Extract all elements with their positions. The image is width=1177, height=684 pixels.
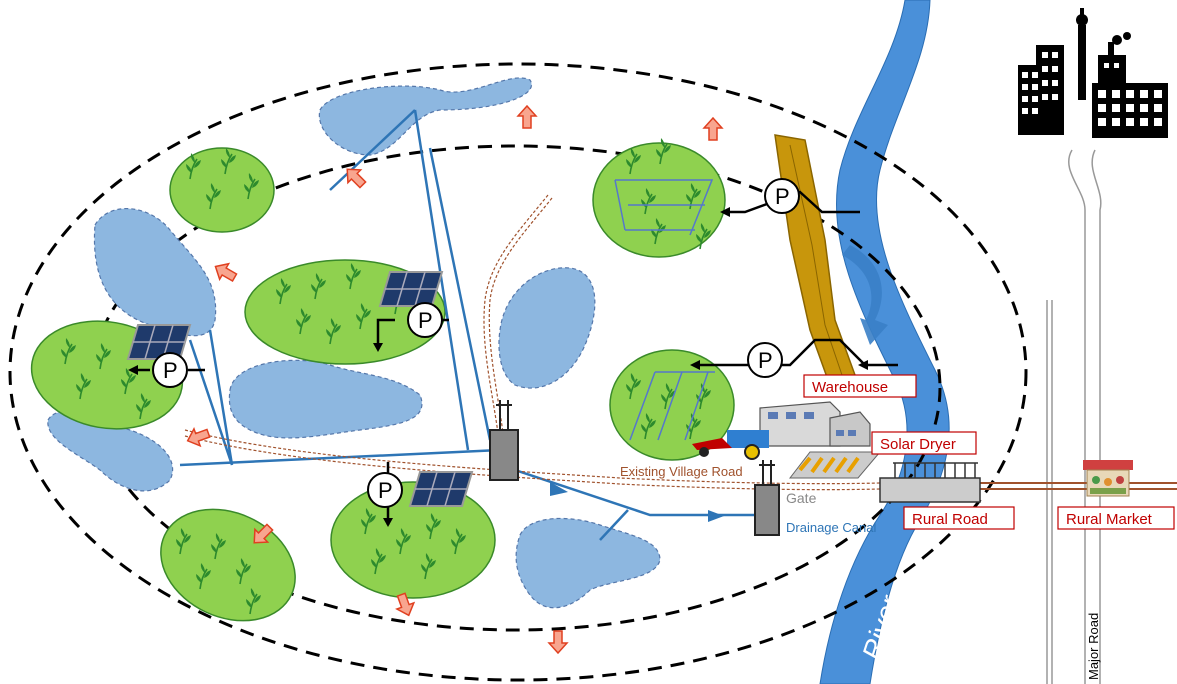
outflow-arrow-icon (211, 259, 239, 286)
rural-road-label-box: Rural Road (904, 507, 1014, 529)
solar-dryer-label-box: Solar Dryer (872, 432, 976, 454)
major-road-label: Major Road (1086, 613, 1101, 680)
pump-icon: P (153, 353, 187, 387)
outflow-arrow-icon (704, 118, 722, 140)
outflow-arrow-icon (185, 425, 212, 449)
pond (229, 360, 422, 438)
outflow-arrow-icon (549, 631, 567, 653)
solar-panel-icon (410, 472, 472, 506)
gate-label: Gate (786, 490, 817, 506)
solar-panel-icon (380, 272, 442, 306)
market-stall-icon (1083, 460, 1133, 496)
major-road (1047, 150, 1101, 684)
rural-market-label: Rural Market (1066, 511, 1153, 528)
warehouse-label-box: Warehouse (804, 375, 916, 397)
solar-dryer-label: Solar Dryer (880, 436, 956, 453)
field (593, 143, 725, 257)
pond (516, 518, 660, 607)
rural-road-label: Rural Road (912, 511, 988, 528)
pond (499, 268, 595, 388)
warehouse-label: Warehouse (812, 379, 888, 396)
outflow-arrow-icon (518, 106, 536, 128)
drainage-canal-label: Drainage Canal (786, 520, 876, 535)
pump-icon: P (368, 473, 402, 507)
pond (319, 78, 531, 155)
svg-text:P: P (378, 478, 393, 503)
solar-dryer-icon (790, 452, 880, 478)
sluice-gate-icon (755, 460, 779, 535)
flow-arrow-icon (708, 510, 724, 522)
svg-text:P: P (418, 308, 433, 333)
existing-village-road-label: Existing Village Road (620, 464, 743, 479)
pump-icon: P (748, 343, 782, 377)
field (143, 488, 314, 641)
svg-text:P: P (163, 358, 178, 383)
svg-text:P: P (775, 184, 790, 209)
solar-panel-icon (128, 325, 190, 359)
rural-market-label-box: Rural Market (1058, 507, 1174, 529)
pump-icon: P (765, 179, 799, 213)
svg-text:P: P (758, 348, 773, 373)
city-buildings-icon (1018, 8, 1168, 138)
pump-icon: P (408, 303, 442, 337)
warehouse-building-icon (760, 402, 870, 446)
